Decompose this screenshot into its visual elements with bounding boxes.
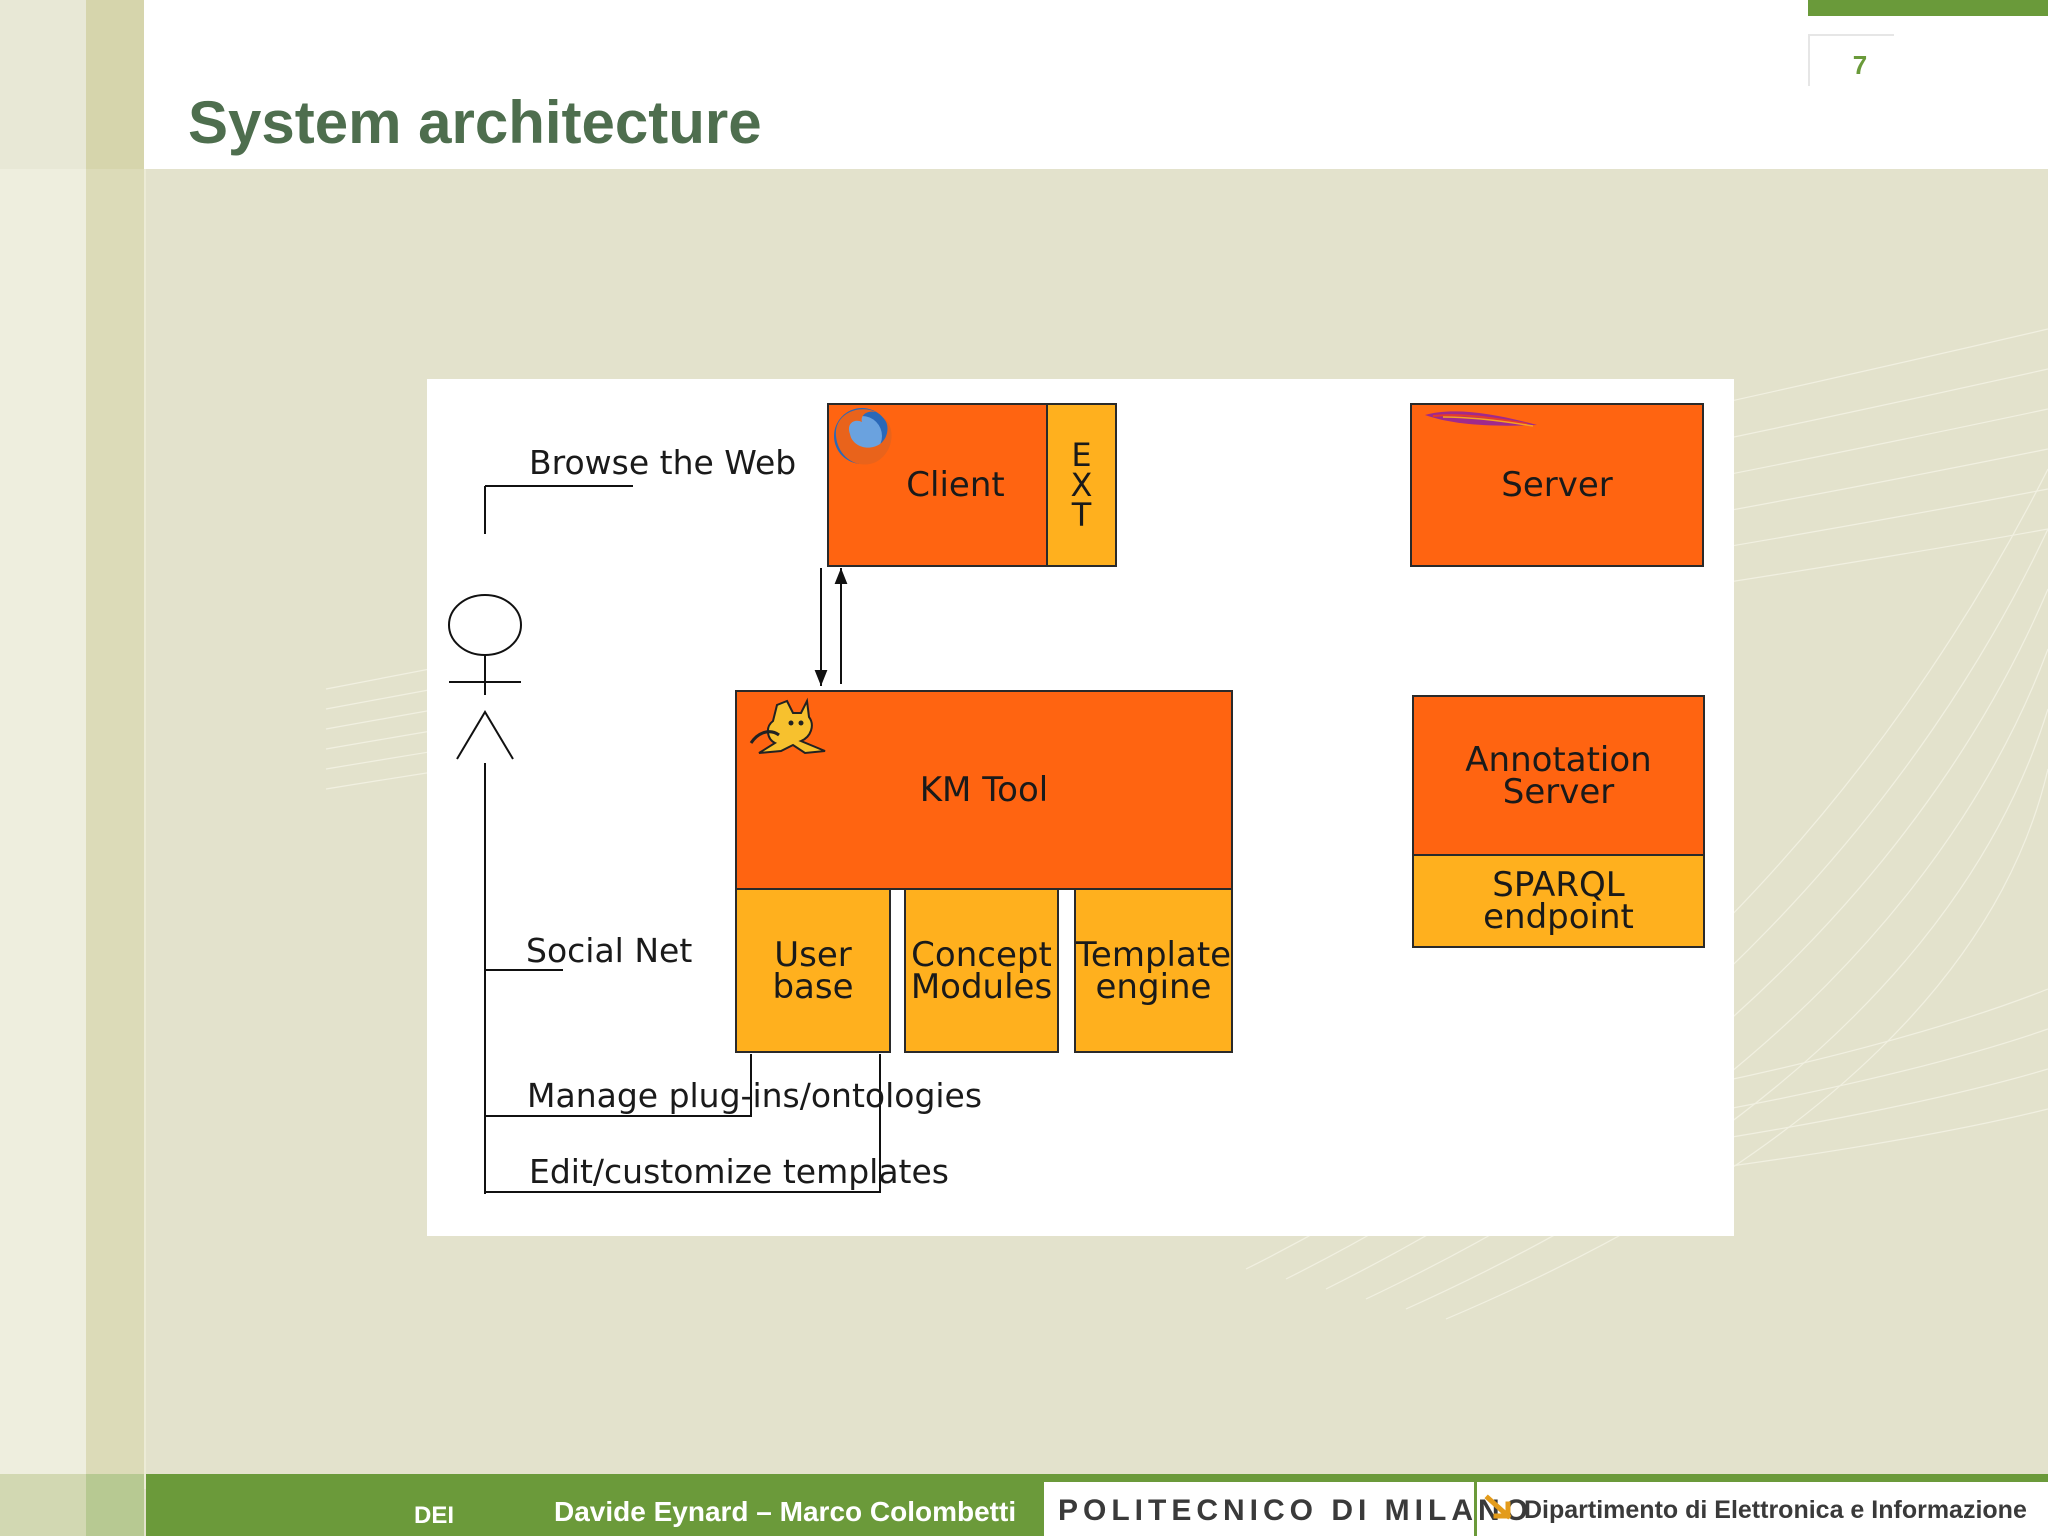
page-number: 7 [1852, 50, 1868, 80]
server-label: Server [1501, 465, 1613, 505]
template-engine-label: Template engine [1075, 934, 1232, 1007]
ext-letter-e: E [1071, 436, 1092, 474]
page-number-frame-top [1808, 34, 1894, 36]
page-number-frame [1808, 34, 1810, 86]
firefox-logo-icon [834, 408, 892, 465]
page-number-bar [1808, 0, 2048, 16]
sparql-endpoint-box: SPARQL endpoint [1412, 854, 1705, 948]
annotation-server-box: Annotation Server [1412, 695, 1705, 856]
footer: DEI Davide Eynard – Marco Colombetti POL… [0, 1474, 2048, 1536]
ext-box: E X T [1046, 403, 1117, 567]
concept-modules-box: Concept Modules [904, 888, 1059, 1053]
apache-feather-logo-icon [1425, 411, 1537, 427]
footer-logo-divider [1474, 1482, 1477, 1536]
user-base-box: User base [735, 888, 891, 1053]
architecture-diagram: Client E X T Server KM Tool User base Co… [427, 379, 1734, 1236]
edit-templates-label: Edit/customize templates [529, 1152, 949, 1191]
km-tool-box: KM Tool [735, 690, 1233, 890]
client-label: Client [906, 465, 1005, 505]
footer-authors: Davide Eynard – Marco Colombetti [554, 1496, 1017, 1527]
template-engine-box: Template engine [1074, 888, 1233, 1053]
annotation-server-label: Annotation Server [1465, 739, 1652, 812]
sparql-endpoint-label: SPARQL endpoint [1483, 865, 1634, 937]
footer-logo-panel [1044, 1482, 2048, 1536]
manage-plugins-label: Manage plug-ins/ontologies [527, 1076, 983, 1115]
footer-stripe-accent [86, 1474, 144, 1536]
left-stripe-accent-top [86, 0, 144, 169]
ext-letter-t: T [1071, 496, 1092, 534]
footer-department: Dipartimento di Elettronica e Informazio… [1524, 1496, 2027, 1524]
stripe-separator [144, 169, 146, 1489]
footer-dept-short: DEI [414, 1502, 455, 1529]
server-box: Server [1410, 403, 1704, 567]
ext-label: E X T [1070, 436, 1093, 534]
actor-figure-icon [448, 594, 522, 760]
footer-arrow-icon [1484, 1494, 1512, 1520]
slide-title: System architecture [188, 89, 762, 156]
concept-modules-label: Concept Modules [910, 934, 1053, 1007]
km-tool-label: KM Tool [919, 770, 1049, 810]
social-net-label: Social Net [526, 931, 693, 970]
left-stripe-accent [86, 0, 144, 1536]
header-band [0, 0, 2048, 169]
tomcat-logo-icon [749, 697, 826, 755]
left-stripe-top [0, 0, 86, 169]
left-stripe [0, 0, 86, 1536]
footer-stripe [0, 1474, 86, 1536]
browse-web-label: Browse the Web [529, 443, 797, 482]
ext-letter-x: X [1070, 466, 1093, 504]
footer-university: POLITECNICO DI MILANO [1058, 1494, 1533, 1527]
user-base-label: User base [772, 934, 854, 1007]
